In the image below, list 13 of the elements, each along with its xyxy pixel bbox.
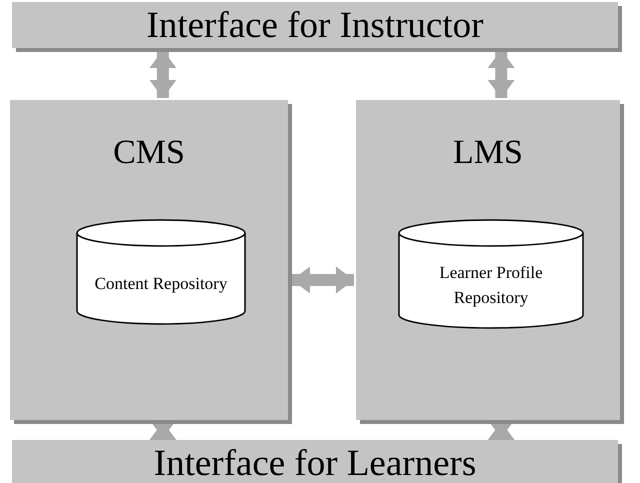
bar-label: Interface for Learners	[154, 444, 476, 482]
bar-label: Interface for Instructor	[146, 6, 484, 44]
interface-bar	[12, 440, 618, 483]
panel-title: CMS	[112, 136, 186, 170]
double-arrow	[488, 50, 515, 98]
double-arrow	[149, 50, 176, 98]
repository-label: Learner Profile Repository	[438, 262, 544, 309]
double-arrow	[292, 266, 354, 294]
repository-label: Content Repository	[94, 272, 228, 295]
system-panel	[10, 100, 288, 420]
panel-title: LMS	[452, 136, 524, 170]
system-panel	[356, 100, 620, 420]
interface-bar	[12, 2, 618, 48]
